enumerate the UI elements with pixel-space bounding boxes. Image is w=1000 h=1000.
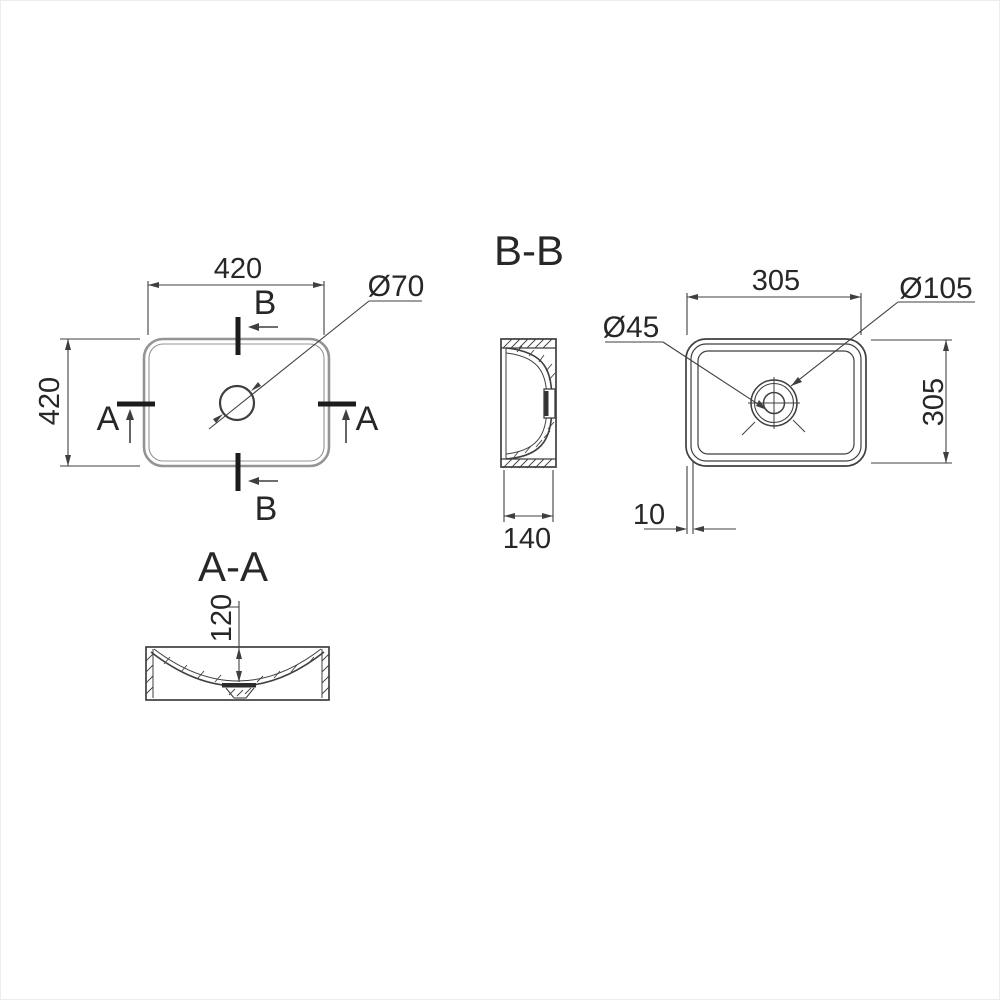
plan-drain-diameter-label: Ø70	[368, 270, 425, 303]
section-a-marker-right: A	[356, 400, 379, 438]
section-a-marker-left: A	[97, 400, 120, 438]
drain-inner-diameter-label: Ø45	[603, 311, 660, 344]
plan-drain-circle	[218, 384, 256, 422]
bottom-view-labels: 305 305 Ø105 Ø45 10	[603, 265, 973, 531]
section-bb-labels: B-B 140	[494, 227, 564, 555]
plan-view: 420 420 Ø70 B B A A	[34, 253, 424, 528]
drain-outer-diameter-label: Ø105	[899, 272, 972, 305]
section-aa-arrowheads	[236, 648, 242, 682]
section-bb-depth-dimension: 140	[503, 523, 551, 555]
section-bb-drain	[543, 388, 556, 419]
bottom-width-dimension: 305	[752, 265, 800, 297]
plan-rim	[142, 337, 331, 468]
section-bb-arrowheads	[504, 513, 553, 519]
plan-dimension-lines	[60, 281, 422, 482]
bottom-view-outlines	[605, 293, 975, 534]
section-bb-hatching	[502, 338, 556, 469]
plan-height-dimension: 420	[34, 377, 66, 425]
bottom-view-arrowheads	[676, 294, 949, 532]
section-aa-height-dimension: 120	[206, 594, 238, 642]
plan-arrowheads	[65, 282, 350, 485]
section-bb-linework	[500, 338, 557, 522]
plan-width-dimension: 420	[214, 253, 262, 285]
bottom-height-dimension: 305	[918, 378, 950, 426]
rim-thickness-dimension: 10	[633, 499, 665, 531]
bottom-view: 305 305 Ø105 Ø45 10	[603, 265, 975, 534]
section-aa-view: A-A 120	[145, 543, 330, 701]
section-aa-title: A-A	[198, 543, 268, 590]
plan-labels: 420 420 Ø70 B B A A	[34, 253, 424, 528]
section-aa-drain-slot	[222, 683, 256, 688]
section-aa-labels: A-A 120	[198, 543, 268, 642]
section-b-marker-top: B	[254, 284, 277, 322]
section-b-marker-bottom: B	[255, 490, 278, 528]
plan-section-cut-marks	[117, 317, 356, 491]
section-aa-hatching	[145, 653, 330, 697]
section-bb-title: B-B	[494, 227, 564, 274]
section-bb-view: B-B 140	[494, 227, 564, 555]
